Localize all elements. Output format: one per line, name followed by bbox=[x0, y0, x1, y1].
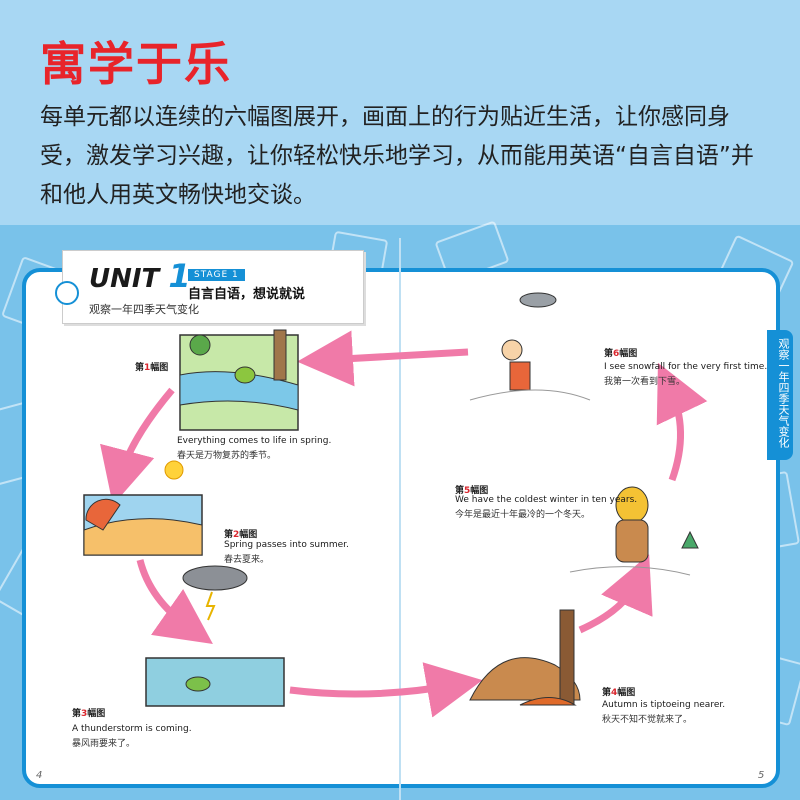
page-number-left: 4 bbox=[36, 770, 43, 781]
figure-6-caption-cn: 我第一次看到下雪。 bbox=[604, 377, 686, 387]
unit-subtitle: 观察一年四季天气变化 bbox=[89, 303, 199, 316]
figure-6-caption-en: I see snowfall for the very first time. bbox=[604, 362, 768, 372]
fig-label-suffix: 幅图 bbox=[617, 688, 636, 698]
stage-tag: STAGE 1 bbox=[188, 269, 245, 281]
side-tab: 观察一年四季天气变化 bbox=[767, 330, 793, 460]
unit-header: UNIT 1 STAGE 1 自言自语，想说就说 观察一年四季天气变化 bbox=[55, 250, 364, 324]
fig-label-suffix: 幅图 bbox=[470, 486, 489, 496]
fig-label-suffix: 幅图 bbox=[619, 349, 638, 359]
fig-label-num: 5 bbox=[464, 486, 471, 496]
figure-2-label: 第2幅图 bbox=[224, 527, 257, 540]
banner-title: 寓学于乐 bbox=[40, 37, 232, 91]
fig-label-num: 3 bbox=[81, 709, 88, 719]
fig-label-num: 1 bbox=[144, 363, 151, 373]
figure-2-caption-cn: 春去夏来。 bbox=[224, 555, 270, 565]
figure-4-caption-cn: 秋天不知不觉就来了。 bbox=[602, 715, 693, 725]
figure-6-label: 第6幅图 bbox=[604, 346, 637, 359]
fig-label-num: 4 bbox=[611, 688, 618, 698]
unit-number: 1 bbox=[168, 257, 191, 295]
figure-3-label: 第3幅图 bbox=[72, 706, 105, 719]
figure-2-caption-en: Spring passes into summer. bbox=[224, 540, 349, 550]
unit-word: UNIT bbox=[89, 264, 160, 294]
figure-1-caption-cn: 春天是万物复苏的季节。 bbox=[177, 451, 277, 461]
figure-1-label: 第1幅图 bbox=[135, 360, 168, 373]
header-banner: 寓学于乐 每单元都以连续的六幅图展开，画面上的行为贴近生活，让你感同身受，激发学… bbox=[0, 0, 800, 225]
arrow-circle-icon bbox=[55, 281, 79, 305]
fig-label-num: 2 bbox=[233, 530, 240, 540]
banner-description: 每单元都以连续的六幅图展开，画面上的行为贴近生活，让你感同身受，激发学习兴趣，让… bbox=[40, 104, 754, 208]
figure-5-caption-cn: 今年是最近十年最冷的一个冬天。 bbox=[455, 510, 591, 520]
figure-5-label: 第5幅图 bbox=[455, 483, 488, 496]
figure-3-caption-en: A thunderstorm is coming. bbox=[72, 724, 192, 734]
fig-label-prefix: 第 bbox=[72, 709, 82, 719]
fig-label-prefix: 第 bbox=[604, 349, 614, 359]
book-gutter bbox=[399, 238, 401, 800]
figure-3-caption-cn: 暴风雨要来了。 bbox=[72, 739, 136, 749]
unit-title: UNIT 1 bbox=[89, 257, 191, 295]
fig-label-num: 6 bbox=[613, 349, 620, 359]
page-number-right: 5 bbox=[758, 770, 765, 781]
fig-label-prefix: 第 bbox=[135, 363, 145, 373]
figure-4-label: 第4幅图 bbox=[602, 685, 635, 698]
fig-label-prefix: 第 bbox=[455, 486, 465, 496]
stage-title: 自言自语，想说就说 bbox=[188, 287, 306, 302]
book-spread bbox=[22, 268, 780, 788]
figure-5-caption-en: We have the coldest winter in ten years. bbox=[455, 495, 638, 505]
fig-label-suffix: 幅图 bbox=[87, 709, 106, 719]
fig-label-suffix: 幅图 bbox=[239, 530, 258, 540]
figure-4-caption-en: Autumn is tiptoeing nearer. bbox=[602, 700, 726, 710]
fig-label-prefix: 第 bbox=[602, 688, 612, 698]
fig-label-prefix: 第 bbox=[224, 530, 234, 540]
figure-1-caption-en: Everything comes to life in spring. bbox=[177, 436, 332, 446]
fig-label-suffix: 幅图 bbox=[150, 363, 169, 373]
